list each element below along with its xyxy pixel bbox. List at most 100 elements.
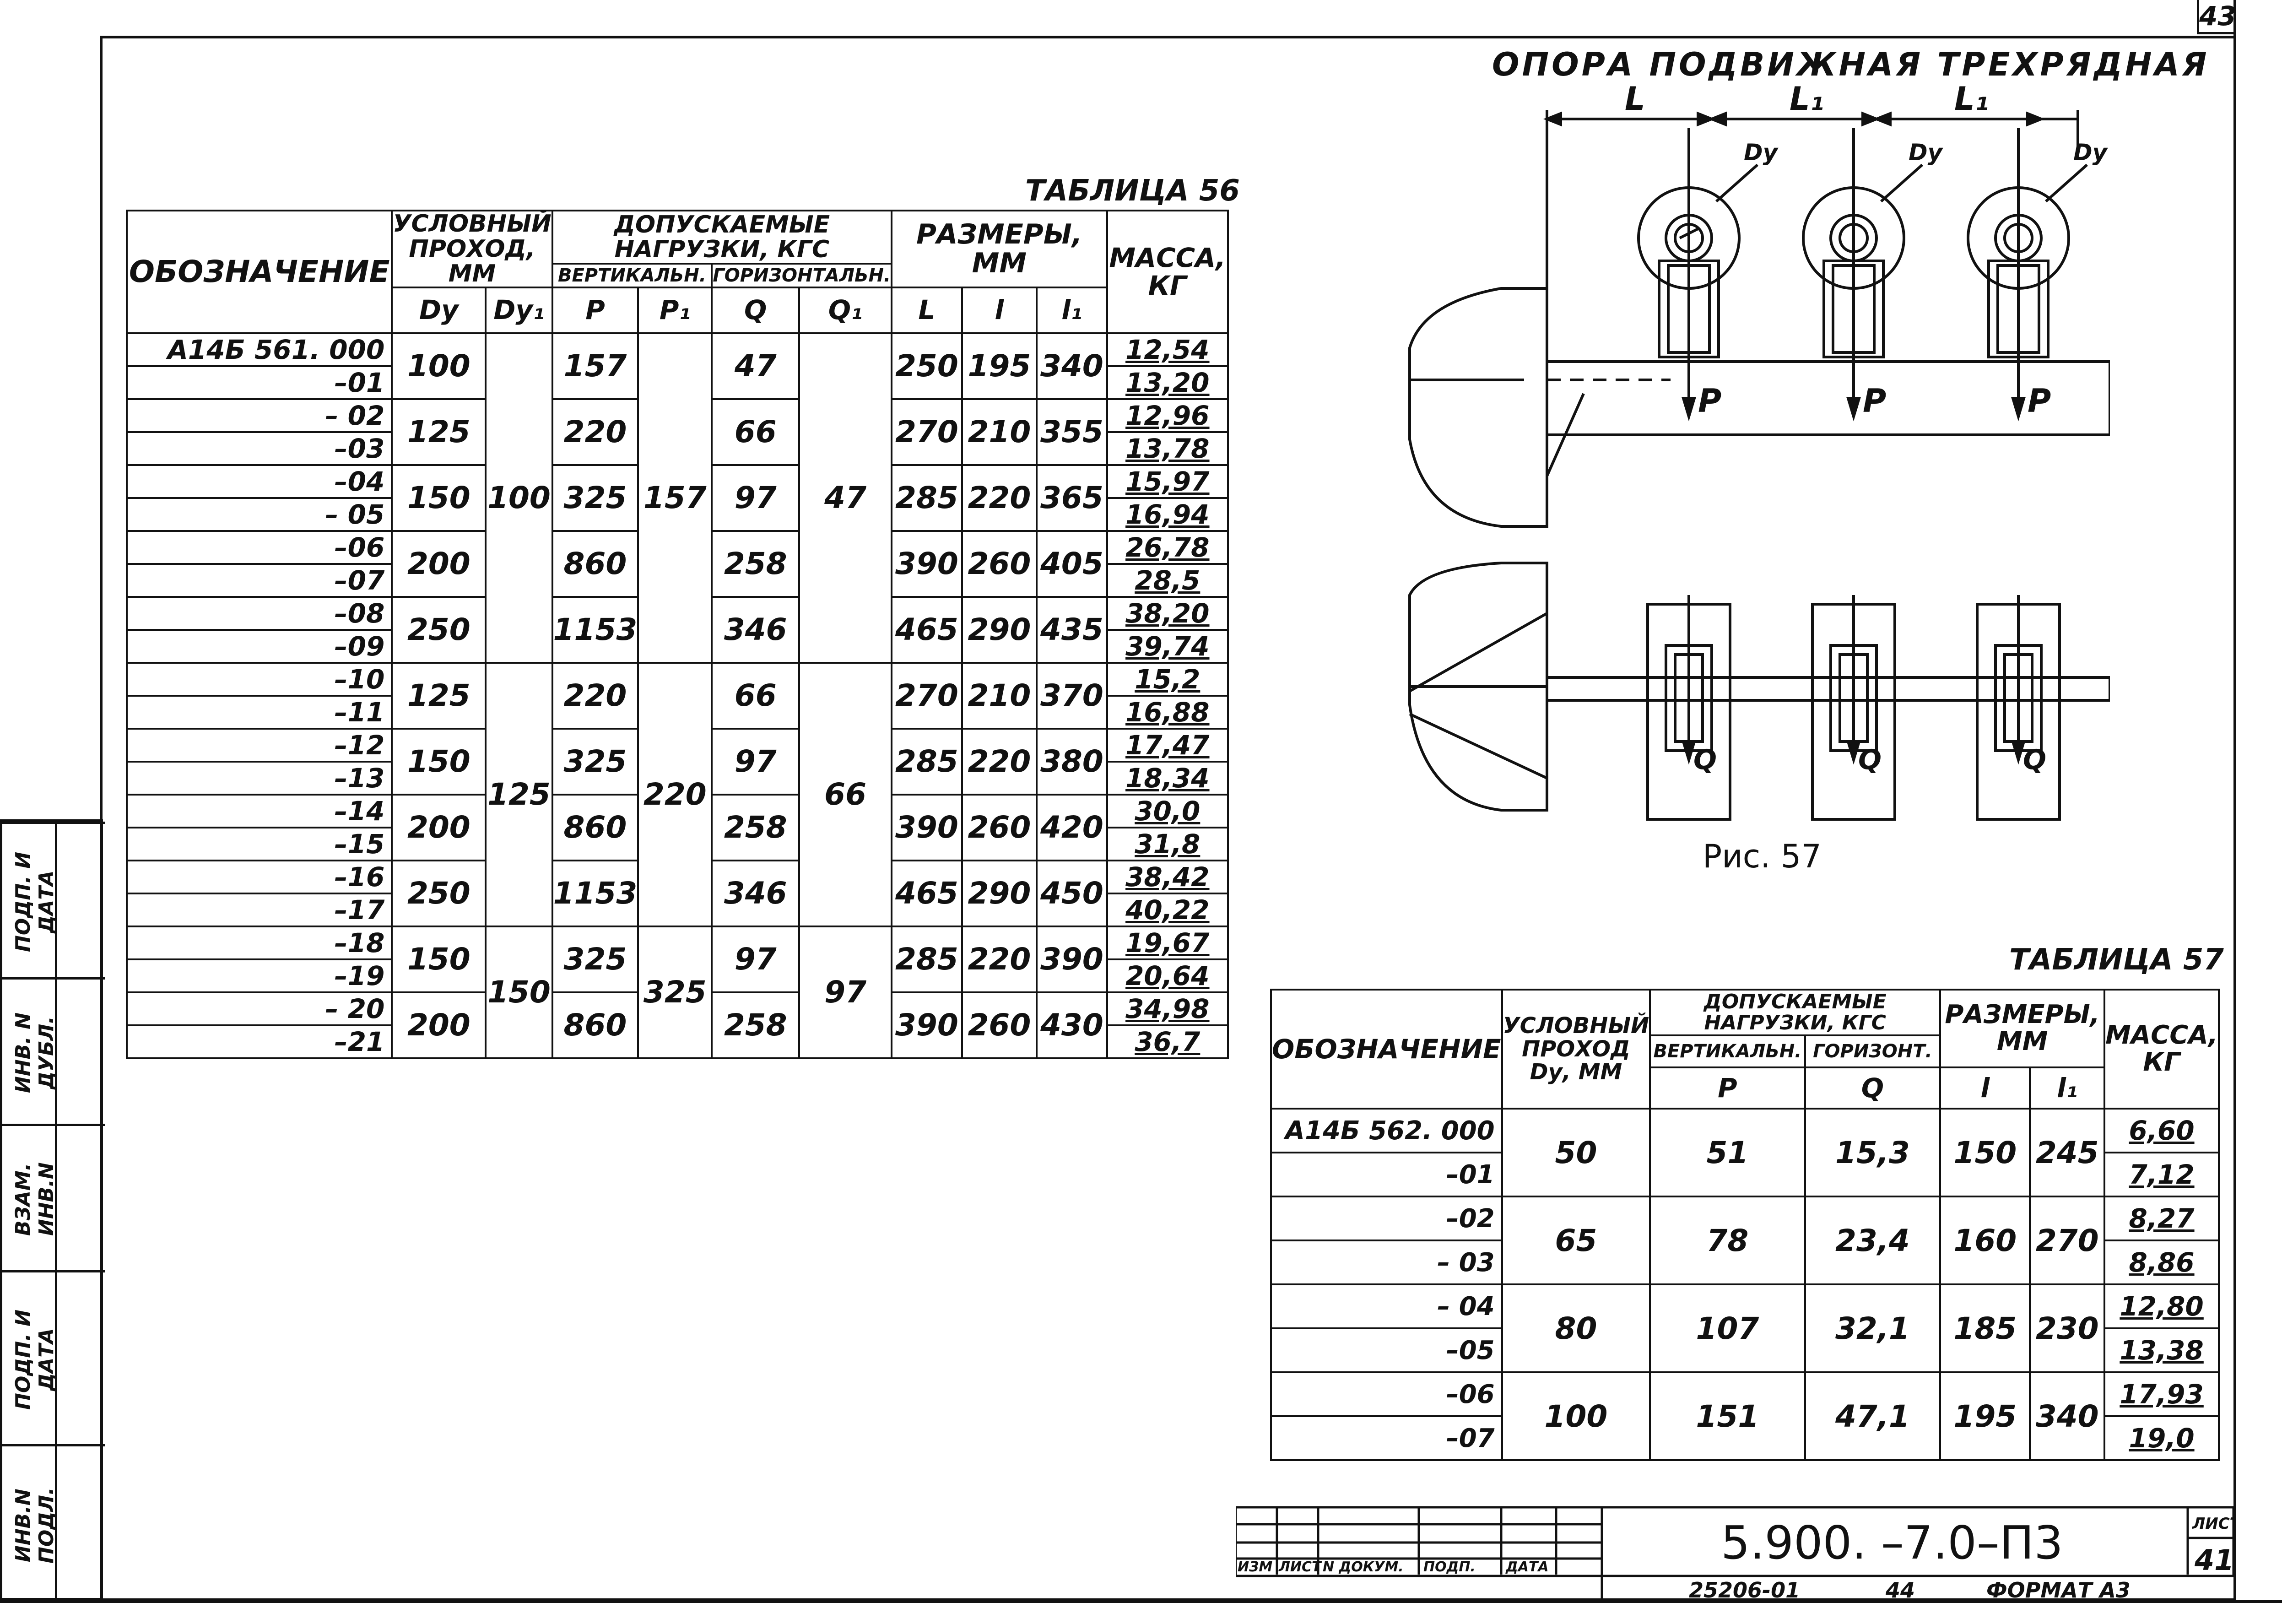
header-mass: МАССА, КГ bbox=[2104, 989, 2220, 1110]
subheader: l bbox=[961, 286, 1038, 334]
q1-cell: 47 bbox=[798, 332, 893, 664]
p-cell: 1153 bbox=[551, 595, 639, 664]
p-cell: 220 bbox=[551, 661, 639, 730]
q-cell: 15,3 bbox=[1804, 1108, 1941, 1197]
mass-cell: 19,0 bbox=[2104, 1415, 2220, 1461]
l-cell: 160 bbox=[1939, 1196, 2031, 1285]
dim-L-cell: 390 bbox=[891, 991, 963, 1059]
q-cell: 346 bbox=[711, 859, 800, 927]
header-horizontal: ГОРИЗОНТ. bbox=[1804, 1034, 1941, 1068]
designation-cell: –18 bbox=[125, 925, 393, 960]
designation-cell: –14 bbox=[125, 793, 393, 828]
p-cell: 220 bbox=[551, 398, 639, 466]
mass-cell: 12,96 bbox=[1106, 398, 1229, 433]
label-Q: Q bbox=[1693, 744, 1717, 776]
stamp-header: ДАТА bbox=[1505, 1559, 1549, 1575]
designation-cell: –05 bbox=[1270, 1327, 1503, 1373]
p-cell: 860 bbox=[551, 991, 639, 1059]
p1-cell: 325 bbox=[637, 925, 713, 1059]
figure-title: ОПОРА ПОДВИЖНАЯ ТРЕХРЯДНАЯ bbox=[1492, 46, 2210, 83]
designation-cell: –07 bbox=[125, 563, 393, 598]
header-bore: УСЛОВНЫЙ ПРОХОД Dу, ММ bbox=[1501, 989, 1651, 1110]
designation-cell: –02 bbox=[1270, 1196, 1503, 1241]
dy-cell: 250 bbox=[391, 859, 487, 927]
subheader: P bbox=[551, 286, 639, 334]
q-cell: 258 bbox=[711, 530, 800, 598]
p-cell: 151 bbox=[1649, 1371, 1806, 1461]
label-Q: Q bbox=[1858, 744, 1882, 776]
plan-pipe-1 bbox=[1646, 595, 1731, 821]
sidebar-label: ПОДП. И ДАТА bbox=[11, 851, 58, 952]
dy1-cell: 125 bbox=[485, 661, 553, 927]
subheader: l bbox=[1939, 1066, 2031, 1110]
label-P: P bbox=[1863, 382, 1886, 420]
dim-l-cell: 260 bbox=[961, 793, 1038, 861]
q-cell: 346 bbox=[711, 595, 800, 664]
dim-l1-cell: 435 bbox=[1036, 595, 1108, 664]
sidebar-label: ВЗАМ. ИНВ.N bbox=[11, 1162, 58, 1236]
dim-l1-cell: 450 bbox=[1036, 859, 1108, 927]
designation-cell: –03 bbox=[125, 431, 393, 466]
q1-cell: 66 bbox=[798, 661, 893, 927]
sidebar-cell-3: ВЗАМ. ИНВ.N bbox=[2, 1124, 105, 1270]
mass-cell: 38,20 bbox=[1106, 595, 1229, 631]
frame-bottom-border bbox=[0, 1600, 2282, 1603]
dy-cell: 125 bbox=[391, 661, 487, 730]
header-designation: ОБОЗНАЧЕНИЕ bbox=[1270, 989, 1503, 1110]
dim-L-cell: 285 bbox=[891, 464, 963, 532]
table-57: ОБОЗНАЧЕНИЕ УСЛОВНЫЙ ПРОХОД Dу, ММ ДОПУС… bbox=[1270, 989, 2220, 1461]
l-cell: 195 bbox=[1939, 1371, 2031, 1461]
dim-L-cell: 465 bbox=[891, 595, 963, 664]
table-56: ОБОЗНАЧЕНИЕ УСЛОВНЫЙ ПРОХОД, ММ ДОПУСКАЕ… bbox=[125, 209, 1229, 1059]
frame-right-border bbox=[2233, 0, 2236, 1602]
header-vertical: ВЕРТИКАЛЬН. bbox=[1649, 1034, 1806, 1068]
dy-cell: 150 bbox=[391, 464, 487, 532]
mass-cell: 8,27 bbox=[2104, 1196, 2220, 1241]
label-Q: Q bbox=[2023, 744, 2046, 776]
mass-cell: 20,64 bbox=[1106, 958, 1229, 993]
dy1-cell: 150 bbox=[485, 925, 553, 1059]
dy-cell: 65 bbox=[1501, 1196, 1651, 1285]
drawing-frame bbox=[100, 36, 2236, 1601]
label-Dy: Dу bbox=[2073, 139, 2109, 166]
designation-cell: –10 bbox=[125, 661, 393, 697]
designation-cell: А14Б 562. 000 bbox=[1270, 1108, 1503, 1153]
dim-L-cell: 285 bbox=[891, 727, 963, 796]
subheader: P₁ bbox=[637, 286, 713, 334]
designation-cell: –07 bbox=[1270, 1415, 1503, 1461]
label-L: L bbox=[1625, 80, 1645, 118]
dy-cell: 150 bbox=[391, 925, 487, 993]
plan-pipe-3 bbox=[1976, 595, 2061, 821]
pipe-1 bbox=[1637, 163, 1758, 358]
dy-cell: 250 bbox=[391, 595, 487, 664]
page-number: 43 bbox=[2197, 0, 2236, 34]
dy-cell: 125 bbox=[391, 398, 487, 466]
header-dims: РАЗМЕРЫ, ММ bbox=[891, 210, 1108, 288]
dy-cell: 80 bbox=[1501, 1283, 1651, 1373]
sheet-number: 41 bbox=[2194, 1543, 2233, 1577]
dim-l-cell: 290 bbox=[961, 859, 1038, 927]
designation-cell: –11 bbox=[125, 694, 393, 730]
q-cell: 97 bbox=[711, 464, 800, 532]
document-code: 5.900. –7.0–П3 bbox=[1721, 1516, 2063, 1570]
designation-cell: –01 bbox=[1270, 1152, 1503, 1197]
dy-cell: 100 bbox=[1501, 1371, 1651, 1461]
header-bore: УСЛОВНЫЙ ПРОХОД, ММ bbox=[391, 210, 553, 288]
designation-cell: – 02 bbox=[125, 398, 393, 433]
designation-cell: –06 bbox=[125, 530, 393, 565]
figure-57-drawing: L L₁ L₁ Dу Dу Dу P P P Q Q Q bbox=[1408, 80, 2110, 821]
subheader: Dу₁ bbox=[485, 286, 553, 334]
q-cell: 23,4 bbox=[1804, 1196, 1941, 1285]
